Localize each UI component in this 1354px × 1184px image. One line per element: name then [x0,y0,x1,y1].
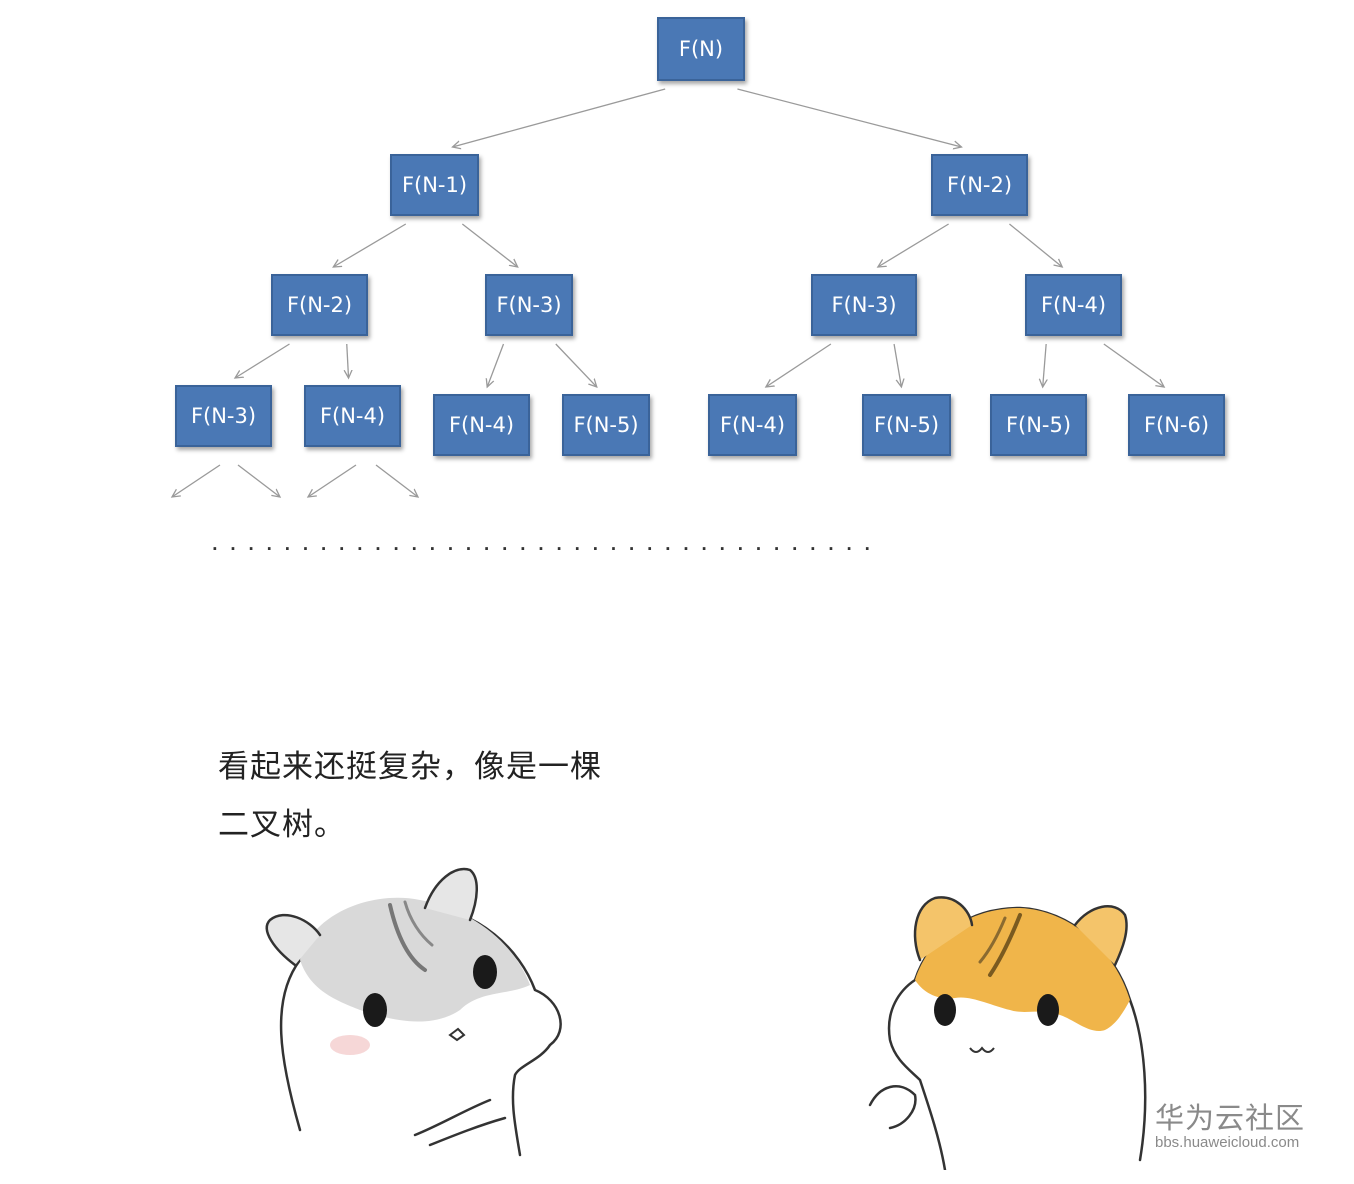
tree-node: F(N) [657,17,745,81]
tree-node: F(N-1) [390,154,479,216]
tree-node: F(N-2) [931,154,1028,216]
tree-edge [1009,223,1062,267]
tree-node: F(N-6) [1128,394,1225,456]
tree-edge [487,343,505,387]
continuation-arrows [172,464,418,497]
tree-node: F(N-3) [485,274,573,336]
tree-edge [461,223,517,267]
watermark: 华为云社区 bbs.huaweicloud.com [1155,1102,1305,1152]
grey-hamster-illustration [265,867,562,1157]
tree-node: F(N-5) [990,394,1087,456]
tree-edge [347,343,349,378]
caption: 看起来还挺复杂，像是一棵 二叉树。 [218,738,638,854]
tree-edge [235,343,290,378]
tree-edge [453,88,666,147]
watermark-url: bbs.huaweicloud.com [1155,1134,1300,1151]
tree-node: F(N-4) [433,394,530,456]
orange-hamster-illustration [868,896,1147,1170]
caption-line-2: 二叉树。 [218,807,346,843]
tree-node: F(N-4) [1025,274,1122,336]
tree-edge [878,223,949,267]
tree-node: F(N-4) [304,385,401,447]
tree-node: F(N-4) [708,394,797,456]
tree-edge [1043,343,1046,387]
tree-edge [737,88,961,147]
tree-edge [555,343,597,387]
tree-node: F(N-2) [271,274,368,336]
tree-node: F(N-3) [175,385,272,447]
watermark-title: 华为云社区 [1155,1101,1306,1135]
tree-edge [333,223,407,267]
tree-node: F(N-5) [862,394,951,456]
continuation-dots: · · · · · · · · · · · · · · · · · · · · … [212,540,874,558]
tree-node: F(N-3) [811,274,917,336]
tree-edge [766,343,832,387]
tree-node: F(N-5) [562,394,650,456]
tree-edge [1103,343,1164,387]
tree-edge [893,343,901,387]
caption-line-1: 看起来还挺复杂，像是一棵 [218,749,602,785]
